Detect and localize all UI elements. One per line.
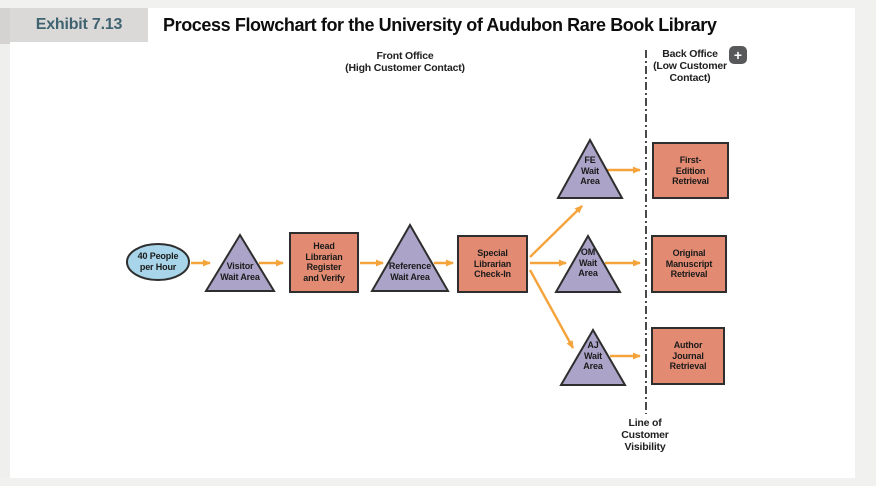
- author-journal-label: Author Journal Retrieval: [669, 340, 707, 371]
- om-wait-triangle: [554, 233, 622, 293]
- plus-icon: +: [733, 47, 743, 63]
- page-bottom-margin: [0, 478, 876, 486]
- visibility-line-label: Line of Customer Visibility: [621, 417, 669, 453]
- page-right-margin: [855, 8, 876, 478]
- page-left-margin: [0, 44, 10, 478]
- arrival-ellipse: [126, 243, 190, 281]
- fe-wait-triangle: [556, 137, 624, 199]
- page-left-accent: [0, 8, 10, 44]
- head-librarian-box: [289, 232, 359, 293]
- original-manuscript-label: Original Manuscript Retrieval: [665, 248, 713, 279]
- front-office-label: Front Office (High Customer Contact): [345, 50, 465, 74]
- arrow-special-librarian-to-fe-wait: [529, 205, 583, 258]
- head-librarian-label: Head Librarian Register and Verify: [303, 241, 345, 283]
- page-title: Process Flowchart for the University of …: [163, 14, 717, 35]
- back-office-label: Back Office (Low Customer Contact): [653, 48, 727, 84]
- fe-wait-label: FE Wait Area: [580, 155, 600, 186]
- page-top-margin: [0, 0, 876, 8]
- reference-wait-triangle: [370, 222, 450, 292]
- visitor-wait-triangle: [204, 233, 276, 292]
- aj-wait-label: AJ Wait Area: [583, 340, 603, 371]
- special-librarian-label: Special Librarian Check-In: [473, 248, 512, 279]
- arrival-label: 40 People per Hour: [137, 251, 179, 272]
- visitor-wait-label: Visitor Wait Area: [220, 261, 260, 282]
- special-librarian-box: [457, 235, 528, 293]
- original-manuscript-box: [651, 235, 727, 293]
- expand-button[interactable]: +: [729, 46, 747, 64]
- flow-arrows: [191, 166, 641, 360]
- exhibit-number: Exhibit 7.13: [35, 16, 123, 33]
- aj-wait-triangle: [559, 328, 627, 386]
- arrow-special-librarian-to-aj-wait: [528, 269, 575, 349]
- exhibit-number-badge: Exhibit 7.13: [10, 8, 148, 42]
- reference-wait-label: Reference Wait Area: [388, 261, 432, 282]
- om-wait-label: OM Wait Area: [578, 247, 598, 278]
- first-edition-label: First- Edition Retrieval: [672, 155, 709, 186]
- first-edition-box: [652, 142, 729, 199]
- author-journal-box: [651, 327, 725, 385]
